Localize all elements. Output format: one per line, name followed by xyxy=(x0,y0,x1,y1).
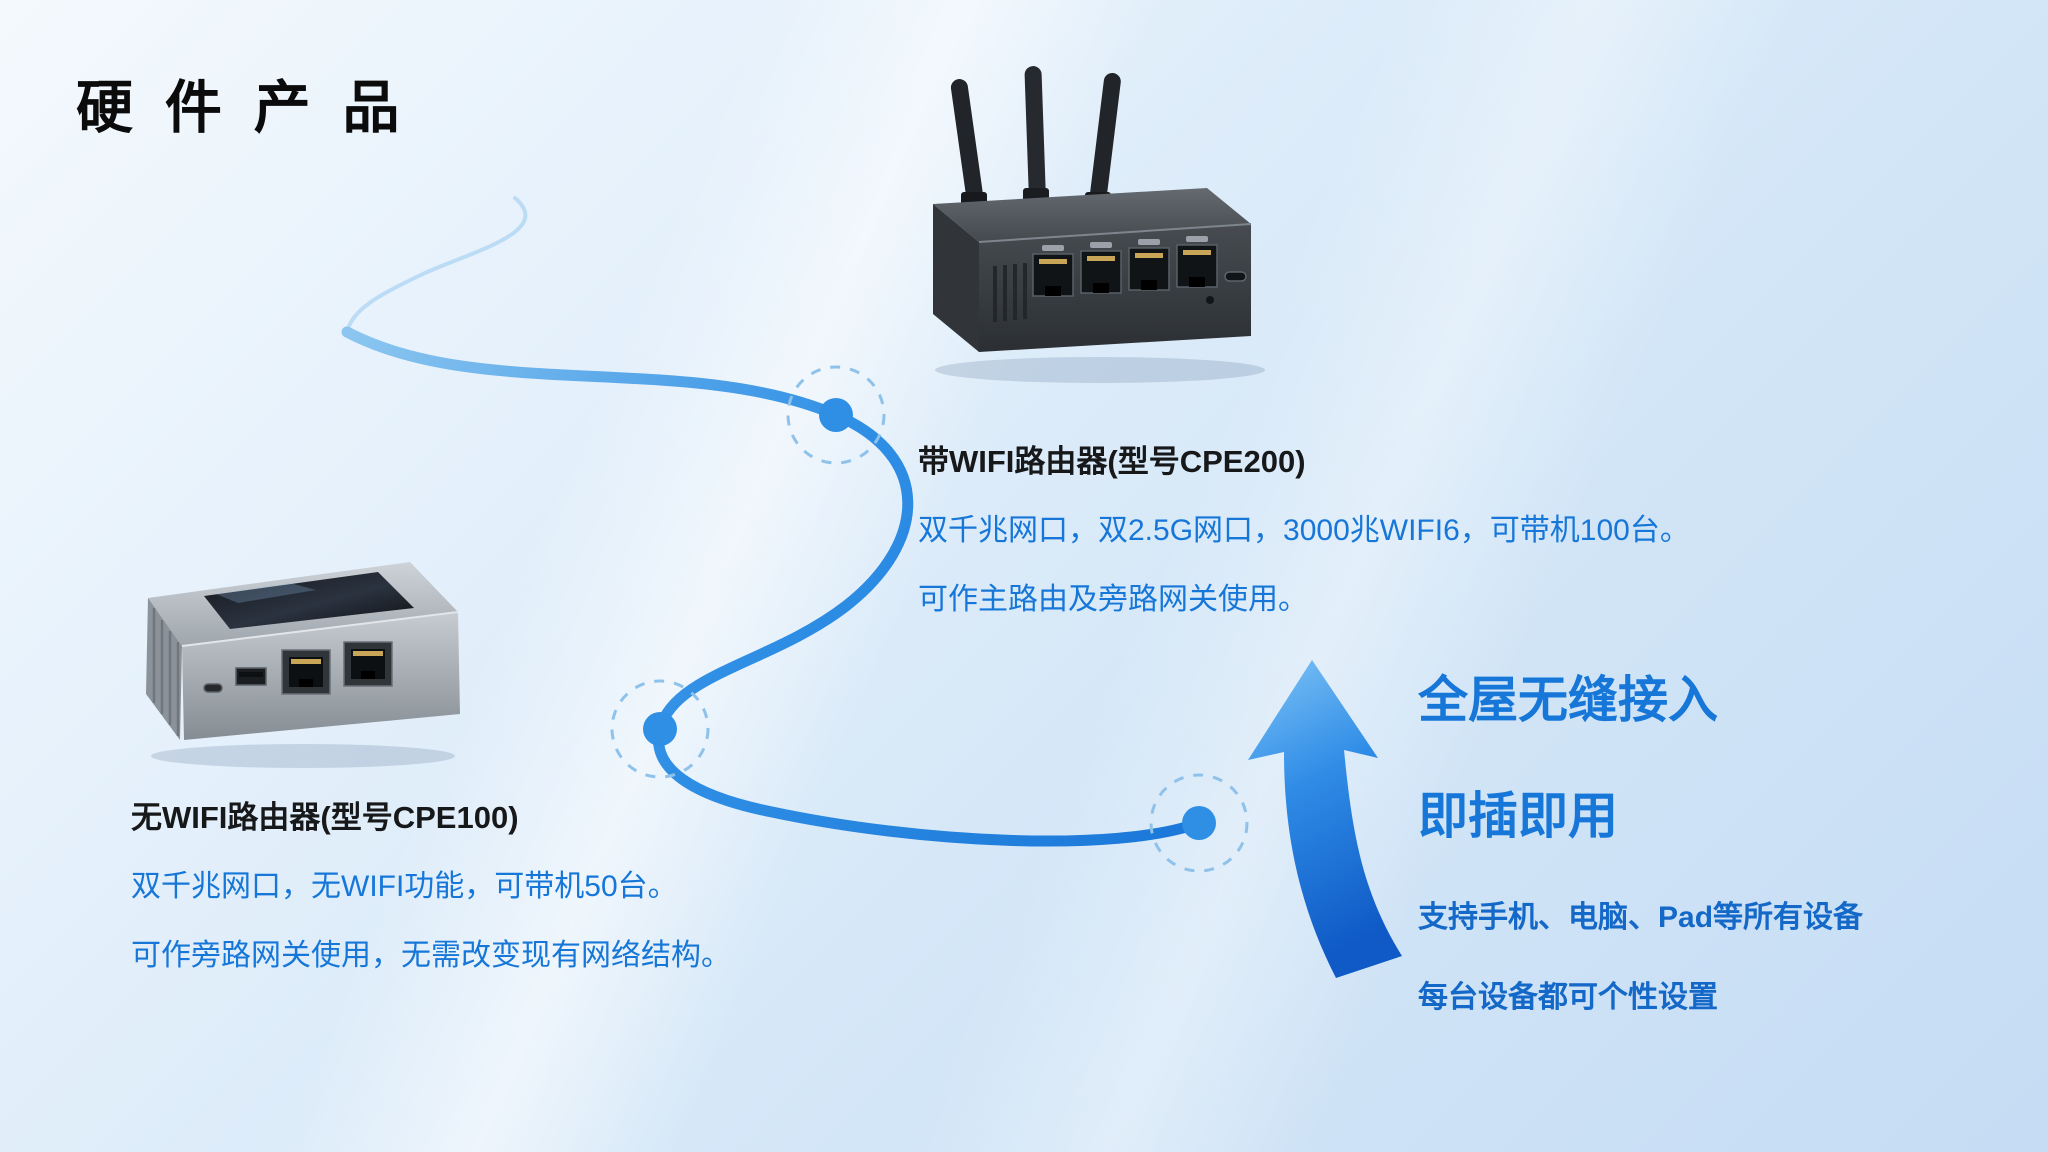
router-cpe100-image xyxy=(118,532,488,782)
ethernet-port-3 xyxy=(1128,239,1170,291)
node-ring-3 xyxy=(1149,773,1249,873)
device-shadow xyxy=(935,357,1265,383)
up-arrow-icon xyxy=(1248,660,1402,978)
cpe100-info: 无WIFI路由器(型号CPE100) 双千兆网口，无WIFI功能，可带机50台。… xyxy=(131,792,731,999)
node-ring-1 xyxy=(786,365,886,465)
reset-hole xyxy=(1206,296,1214,304)
cpe100-name: 无WIFI路由器(型号CPE100) xyxy=(131,800,519,835)
cpe200-info: 带WIFI路由器(型号CPE200) 双千兆网口，双2.5G网口，3000兆WI… xyxy=(918,436,1690,643)
connection-nodes xyxy=(610,365,1249,873)
connection-node-3 xyxy=(1182,806,1216,840)
connector-start-squiggle xyxy=(345,196,528,334)
node-ring-2 xyxy=(610,679,710,779)
device-left-face xyxy=(933,204,979,352)
cpe100-usage-line: 可作旁路网关使用，无需改变现有网络结构。 xyxy=(131,939,731,972)
usb-a-port xyxy=(235,667,267,686)
glass-reflection xyxy=(216,583,316,603)
top-glass-panel xyxy=(204,572,414,629)
antenna-group xyxy=(950,66,1121,206)
connector-path xyxy=(341,326,1205,847)
usb-c-port xyxy=(1224,271,1247,282)
cpe100-spec-line: 双千兆网口，无WIFI功能，可带机50台。 xyxy=(131,870,678,903)
ethernet-port-4 xyxy=(1176,236,1218,288)
ethernet-port-2 xyxy=(1080,242,1122,294)
cpe200-spec-line: 双千兆网口，双2.5G网口，3000兆WIFI6，可带机100台。 xyxy=(918,514,1690,547)
ethernet-port-1 xyxy=(1032,245,1074,297)
cpe200-name: 带WIFI路由器(型号CPE200) xyxy=(918,444,1306,479)
ethernet-port-1 xyxy=(281,649,331,695)
ethernet-port-2 xyxy=(343,641,393,687)
connection-node-2 xyxy=(643,712,677,746)
router-cpe200-svg xyxy=(933,66,1265,383)
router-cpe200-image xyxy=(905,52,1285,397)
benefits-panel: 全屋无缝接入 即插即用 支持手机、电脑、Pad等所有设备 每台设备都可个性设置 xyxy=(1418,660,1863,1052)
benefit-detail-2: 每台设备都可个性设置 xyxy=(1418,981,1718,1014)
benefit-headline-2: 即插即用 xyxy=(1418,788,1618,844)
device-shadow xyxy=(151,744,455,768)
benefit-detail-1: 支持手机、电脑、Pad等所有设备 xyxy=(1418,901,1864,934)
heatsink-fins xyxy=(152,608,180,736)
cpe200-usage-line: 可作主路由及旁路网关使用。 xyxy=(918,583,1308,616)
router-cpe100-svg xyxy=(146,562,460,768)
benefit-headline-1: 全屋无缝接入 xyxy=(1418,672,1718,728)
page-title: 硬 件 产 品 xyxy=(76,76,408,140)
connection-node-1 xyxy=(819,398,853,432)
ethernet-ports xyxy=(1032,236,1218,297)
usb-c-port xyxy=(203,683,223,693)
vent-slots xyxy=(993,263,1027,322)
